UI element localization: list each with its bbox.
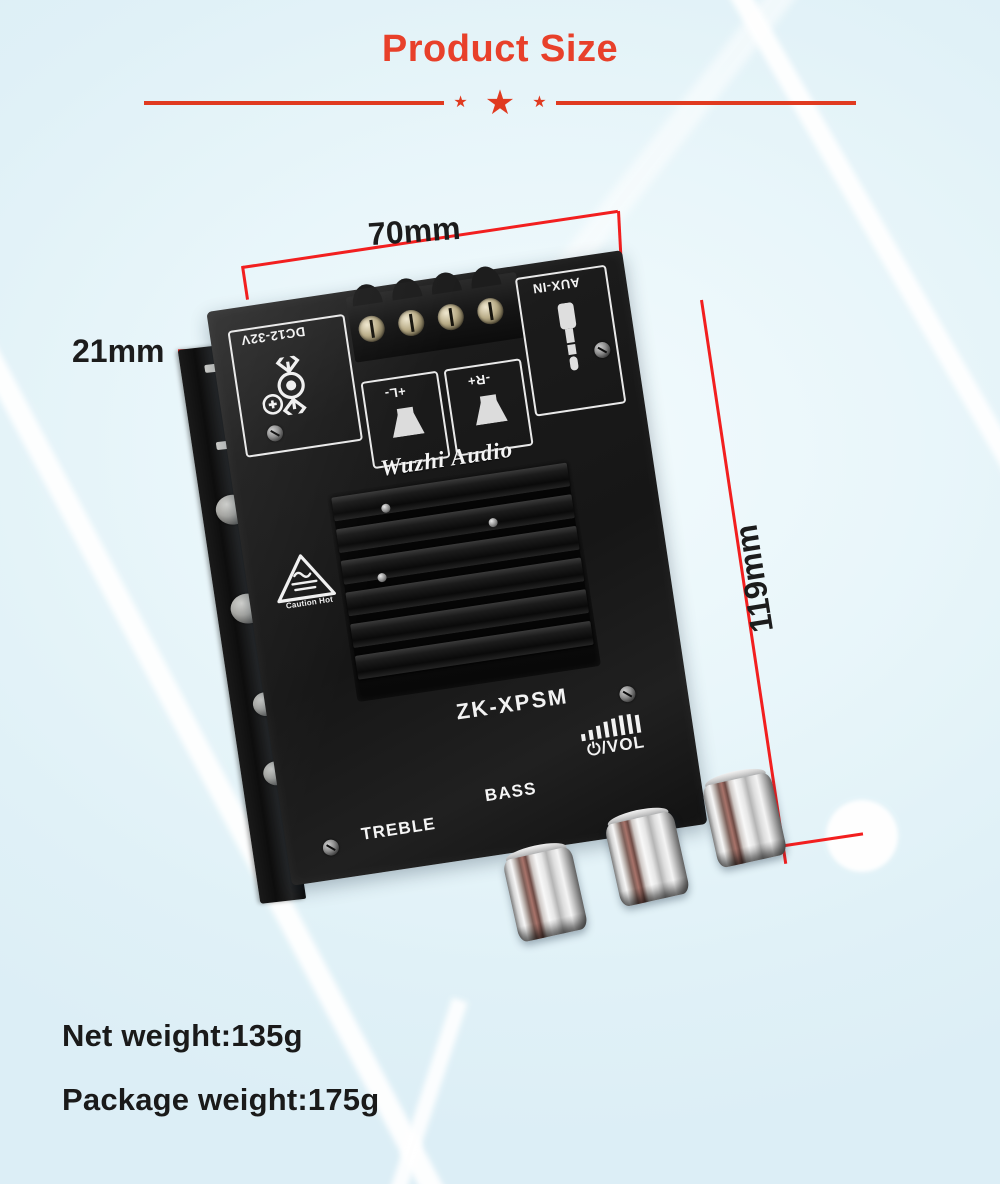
- speaker-icon: [468, 391, 512, 427]
- pcb-face: DC12-32V: [206, 250, 708, 886]
- speaker-left-silkscreen-box: +L-: [360, 370, 451, 470]
- aux-plug-icon: [551, 301, 591, 385]
- treble-knob[interactable]: [498, 838, 591, 948]
- terminal-notch: [429, 270, 462, 295]
- bass-knob-label: BASS: [483, 778, 538, 806]
- knob-body: [603, 810, 691, 908]
- package-weight-text: Package weight:175g: [62, 1082, 380, 1117]
- divider-rule-left: [144, 101, 445, 105]
- caution-hot-icon: Caution Hot: [269, 548, 339, 618]
- terminal-screw: [356, 314, 387, 344]
- weight-specs: Net weight:135g Package weight:175g: [62, 1018, 379, 1146]
- divider-rule-right: [555, 101, 856, 105]
- speaker-right-label: -R+: [466, 371, 492, 390]
- screw-terminal-block: [345, 264, 526, 363]
- terminal-screw: [475, 296, 506, 326]
- star-icon: ★: [532, 94, 547, 111]
- star-icon: ★: [484, 84, 516, 122]
- speaker-left-label: +L-: [383, 383, 407, 402]
- amplifier-board: DC12-32V: [177, 219, 788, 944]
- star-divider: ★ ★ ★: [0, 84, 1000, 122]
- terminal-notch: [350, 282, 383, 307]
- net-weight-text: Net weight:135g: [62, 1018, 303, 1053]
- volume-indicator-group: ⏻/VOL: [567, 710, 662, 763]
- polarity-icon: [256, 349, 326, 422]
- knob-body: [701, 771, 788, 869]
- page-title: Product Size: [381, 28, 619, 70]
- treble-knob-label: TREBLE: [359, 813, 438, 844]
- board-screw: [321, 838, 341, 857]
- volume-knob[interactable]: [698, 763, 791, 873]
- star-icon: ★: [453, 94, 468, 111]
- speaker-icon: [385, 403, 429, 439]
- terminal-screw: [396, 308, 427, 338]
- thickness-dimension-label: 21mm: [72, 333, 165, 369]
- terminal-notch: [389, 276, 423, 301]
- board-screw: [618, 685, 637, 704]
- terminal-notch: [468, 264, 502, 289]
- model-label: ZK-XPSM: [454, 683, 570, 725]
- terminal-screw: [436, 302, 466, 332]
- volume-bars-icon: [567, 710, 659, 743]
- heatsink: [326, 458, 601, 703]
- speaker-right-silkscreen-box: -R+: [443, 358, 534, 457]
- knob-body: [502, 845, 589, 944]
- height-dimension-label: 119mm: [727, 522, 781, 635]
